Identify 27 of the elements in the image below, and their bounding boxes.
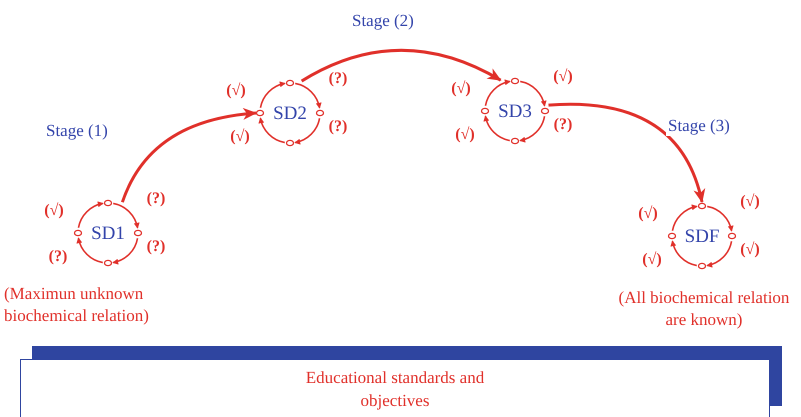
status-mark: (√): [637, 204, 659, 224]
status-mark: (?): [328, 117, 348, 137]
node-label: SD3: [498, 102, 532, 120]
status-mark: (?): [48, 247, 68, 267]
node-label: SD2: [273, 104, 307, 122]
box-text: Educational standards and objectives: [304, 367, 486, 412]
status-mark: (√): [229, 127, 251, 147]
node-label: SDF: [684, 226, 720, 246]
status-mark: (√): [454, 125, 476, 145]
node-label: SD1: [91, 224, 125, 242]
curved-arrow: [120, 108, 257, 203]
status-mark: (?): [552, 115, 574, 135]
status-mark: (√): [450, 79, 472, 99]
curved-arrow: [300, 48, 502, 82]
status-mark: (√): [552, 67, 574, 87]
caption-text: (All biochemical relation are known): [618, 287, 790, 331]
status-mark: (√): [43, 201, 65, 221]
status-mark: (√): [225, 81, 247, 101]
status-mark: (?): [328, 69, 348, 89]
status-mark: (?): [146, 237, 166, 257]
status-mark: (?): [146, 189, 166, 209]
caption-text: (Maximun unknown biochemical relation): [4, 283, 150, 327]
status-mark: (√): [641, 250, 663, 270]
status-mark: (√): [739, 240, 761, 260]
curved-arrow: [548, 102, 705, 203]
status-mark: (√): [739, 192, 761, 212]
base-box: [20, 359, 770, 417]
